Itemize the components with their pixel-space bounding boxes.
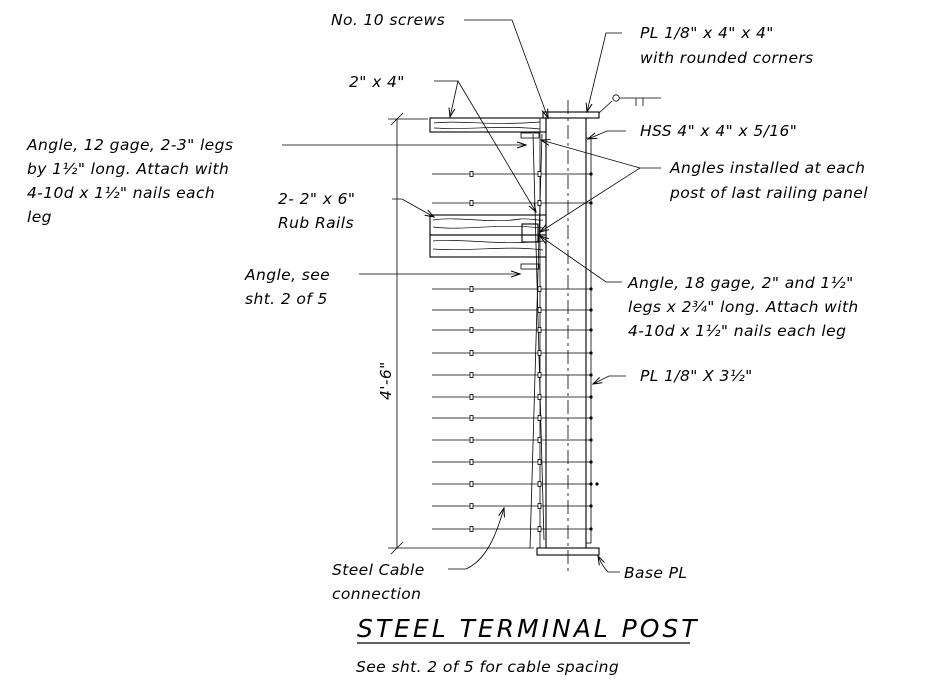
label-plate-top-1: PL 1/8" x 4" x 4" [640,24,774,42]
label-base-plate: Base PL [624,564,687,582]
rub-rails [429,214,547,258]
label-plate-top-2: with rounded corners [640,49,814,67]
cable-line [432,415,593,421]
label-rub-rails-2: Rub Rails [278,214,354,232]
label-angles-installed-1: Angles installed at each [669,159,865,177]
weld-symbol [598,94,661,114]
cable-line [432,372,593,378]
cable-line [432,350,593,356]
angle-12-gage-top [520,132,540,139]
label-height: 4'-6" [377,361,395,400]
label-cable-2: connection [332,585,421,603]
diagonal-brace-2 [532,133,545,541]
label-plate-side: PL 1/8" X 3½" [640,367,753,385]
angle-18-gage [521,223,539,243]
top-rail-2x4 [429,117,547,133]
post-assembly [429,100,600,575]
label-angle18-3: 4-10d x 1½" nails each leg [628,322,846,340]
callout-labels: No. 10 screws PL 1/8" x 4" x 4" with rou… [26,11,868,603]
label-angle12-line4: leg [27,208,52,226]
label-angle12-line1: Angle, 12 gage, 2-3" legs [26,136,233,154]
cable-line [432,459,593,465]
top-plate [542,111,600,119]
label-angle-see-2: sht. 2 of 5 [245,290,328,308]
cable-line [432,526,593,532]
cable-line [432,327,593,333]
cable-line [432,286,593,292]
cable-line [432,307,593,313]
cable-line [432,481,599,487]
label-screws: No. 10 screws [331,11,445,29]
label-angle12-line2: by 1½" long. Attach with [27,160,229,178]
base-plate [536,547,600,556]
side-plate [585,137,592,544]
label-angle18-2: legs x 2¾" long. Attach with [628,298,859,316]
label-angle12-line3: 4-10d x 1½" nails each [27,184,215,202]
label-angles-installed-2: post of last railing panel [669,184,868,202]
cable-line [432,171,593,177]
steel-cables [432,171,599,532]
angle-12-gage-bottom [520,263,540,270]
cable-line [432,503,593,509]
height-dimension [388,112,534,555]
label-cable-1: Steel Cable [332,561,425,579]
label-angle-see-1: Angle, see [244,266,330,284]
drawing-subtitle: See sht. 2 of 5 for cable spacing [356,658,619,676]
label-hss: HSS 4" x 4" x 5/16" [640,122,797,140]
label-rub-rails-1: 2- 2" x 6" [278,190,355,208]
drawing-title: STEEL TERMINAL POST [357,614,700,643]
label-angle18-1: Angle, 18 gage, 2" and 1½" [627,274,854,292]
label-two-by-four: 2" x 4" [349,73,405,91]
cable-line [432,200,593,206]
leader-lines [282,19,661,573]
cable-line [432,437,593,443]
cable-line [432,394,593,400]
